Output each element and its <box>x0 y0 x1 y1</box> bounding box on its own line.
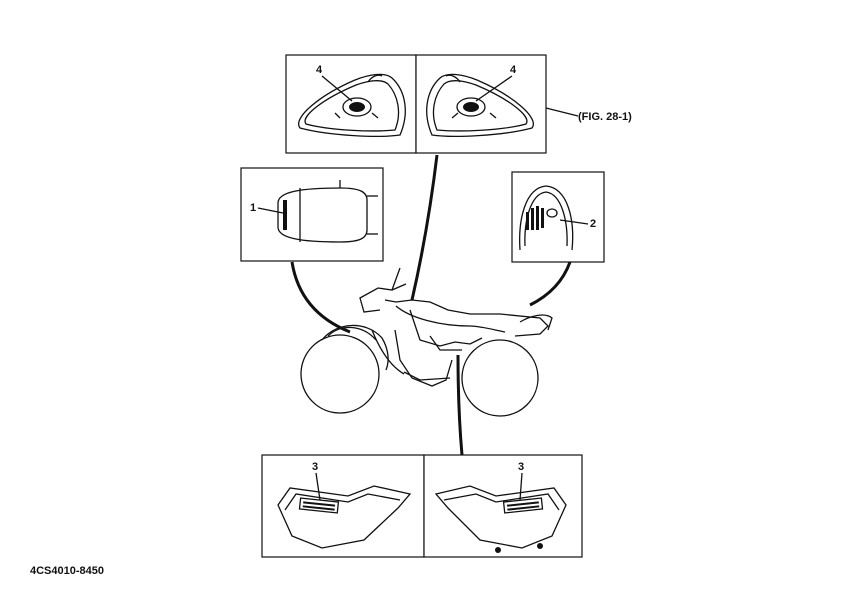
connector-line-front <box>529 261 572 307</box>
front-emblem-panel-group: 2 <box>511 171 605 263</box>
front-emblem-panel <box>511 171 605 263</box>
callout-tank-right: 4 <box>510 64 517 76</box>
side-cover-left-panel <box>261 454 425 558</box>
callout-side-cover-left: 3 <box>312 461 318 473</box>
side-cover-panel-group: 3 3 <box>261 454 583 558</box>
connector-line-side <box>456 354 464 456</box>
figure-reference: (FIG. 28-1) <box>578 111 632 123</box>
rear-emblem-panel <box>240 167 384 262</box>
tank-right-panel <box>415 54 547 154</box>
side-cover-right-drawing <box>434 485 567 553</box>
callout-rear-emblem: 1 <box>250 202 256 214</box>
connector-line-rear <box>290 261 351 334</box>
tank-right-drawing <box>426 73 534 137</box>
tank-left-drawing <box>298 73 406 137</box>
rear-emblem-panel-group: 1 <box>240 167 384 262</box>
side-cover-right-panel <box>423 454 583 558</box>
motorcycle-drawing <box>300 267 553 417</box>
tank-panel-group: 4 4 (FIG. 28-1) <box>285 54 632 154</box>
callout-side-cover-right: 3 <box>518 461 524 473</box>
part-code-label: 4CS4010-8450 <box>30 565 105 577</box>
callout-front-emblem: 2 <box>590 218 596 230</box>
connector-line-tank <box>410 154 439 301</box>
callout-tank-left: 4 <box>316 64 323 76</box>
